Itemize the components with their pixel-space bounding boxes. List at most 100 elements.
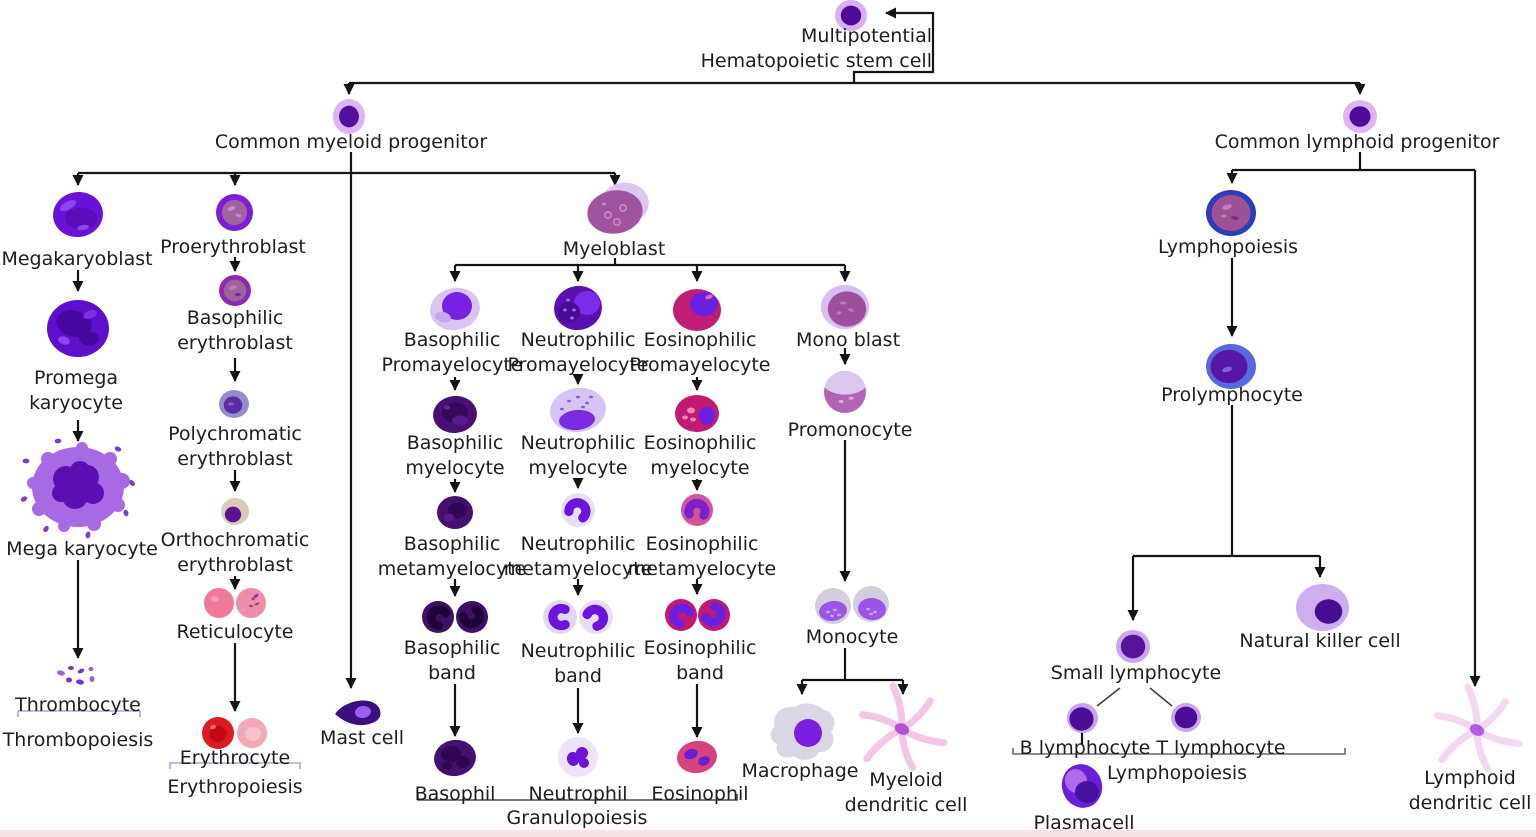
eosinophilic-promyelocyte-label-line: Promayelocyte (629, 354, 771, 376)
lymphoid-dendritic-cell-label: Lymphoid dendritic cell (1409, 766, 1532, 816)
macrophage-cell-icon (768, 701, 838, 767)
small-lymphocyte-to-b (1096, 687, 1121, 707)
monocyte-label-line: Monocyte (805, 626, 899, 648)
neutrophilic-metamyelocyte-cell-icon (560, 492, 596, 532)
neutrophilic-myelocyte-label-line: myelocyte (528, 457, 628, 479)
macrophage-label: Macrophage (742, 759, 859, 784)
neutrophilic-promyelocyte-label-line: Neutrophilic (520, 329, 636, 351)
reticulocyte-label-line: Reticulocyte (176, 621, 294, 643)
common-lymphoid-progenitor-label-line: Common lymphoid progenitor (1214, 131, 1500, 153)
mono-blast-cell-icon (821, 285, 869, 333)
lymphoid-dendritic-cell-label-line: Lymphoid (1424, 767, 1516, 789)
b-lymphocyte-label: B lymphocyte (1020, 736, 1151, 761)
orthochromatic-erythroblast-cell-icon (221, 497, 249, 529)
neutrophilic-promyelocyte-cell-icon (554, 285, 602, 334)
promegakaryocyte-label-line: karyocyte (29, 392, 123, 414)
eosinophilic-band-cell-icon (664, 598, 730, 636)
promonocyte-label-line: Promonocyte (787, 419, 913, 441)
plasmacell-label: Plasmacell (1033, 811, 1134, 836)
polychromatic-erythroblast-label-line: erythroblast (177, 448, 293, 470)
mono-blast-label-line: Mono blast (795, 329, 901, 351)
mono-blast-label: Mono blast (796, 328, 900, 353)
promegakaryocyte-label-line: Promega (33, 367, 119, 389)
basophilic-band-label-line: band (428, 662, 476, 684)
megakaryocyte-cell-icon (20, 435, 136, 543)
thrombocyte-cell-icon (55, 665, 101, 693)
promonocyte-label: Promonocyte (788, 418, 913, 443)
myeloid-dendritic-cell-label-line: dendritic cell (844, 794, 968, 816)
promegakaryocyte-cell-icon (47, 299, 109, 361)
neutrophil-label: Neutrophil (528, 782, 627, 807)
basophilic-band-cell-icon (421, 600, 489, 638)
thrombopoiesis-label: Thrombopoiesis (3, 728, 154, 753)
lymphopoiesis-cell-label-line: Lymphopoiesis (1157, 236, 1299, 258)
eosinophilic-metamyelocyte-label-line: Eosinophilic (645, 533, 759, 555)
lymphopoiesis-group-label-line: Lymphopoiesis (1106, 762, 1248, 784)
eosinophilic-band-label: Eosinophilic band (644, 636, 757, 686)
plasmacell-cell-icon (1058, 762, 1106, 814)
basophilic-metamyelocyte-cell-icon (437, 495, 473, 533)
eosinophil-cell-icon (677, 740, 717, 777)
eosinophilic-promyelocyte-cell-icon (673, 289, 721, 335)
basophilic-metamyelocyte-label: Basophilic metamyelocyte (378, 532, 526, 582)
basophil-label: Basophil (415, 782, 496, 807)
small-lymphocyte-label: Small lymphocyte (1051, 661, 1221, 686)
lymphoid-dendritic-cell-cell-icon (1425, 678, 1529, 786)
basophilic-promyelocyte-cell-icon (430, 287, 480, 334)
neutrophilic-band-cell-icon (543, 599, 613, 639)
thrombopoiesis-bracket (17, 710, 141, 717)
polychromatic-erythroblast-label: Polychromatic erythroblast (168, 422, 302, 472)
erythropoiesis-bracket (169, 762, 301, 769)
small-lymphocyte-cell-icon (1116, 629, 1150, 667)
myeloblast-label: Myeloblast (563, 237, 666, 262)
myeloblast-cell-icon (582, 182, 649, 243)
erythropoiesis-label-line: Erythropoiesis (167, 776, 303, 798)
megakaryoblast-label: Megakaryoblast (1, 247, 152, 272)
myeloid-dendritic-cell-label-line: Myeloid (869, 769, 943, 791)
multipotential-hsc-label-line: Hematopoietic stem cell (700, 50, 932, 72)
mast-cell-label-line: Mast cell (319, 727, 405, 749)
neutrophil-label-line: Neutrophil (528, 783, 628, 805)
bottom-border-strip (0, 830, 1536, 837)
erythropoiesis-label: Erythropoiesis (167, 775, 302, 800)
megakaryocyte-label-line: Mega karyocyte (6, 538, 158, 560)
thrombopoiesis-label-line: Thrombopoiesis (2, 729, 154, 751)
lymphopoiesis-bracket (1012, 748, 1346, 755)
granulopoiesis-bracket (417, 794, 738, 801)
eosinophilic-band-label-line: Eosinophilic (643, 637, 757, 659)
basophilic-promyelocyte-label-line: Promayelocyte (381, 354, 523, 376)
common-myeloid-progenitor-label-line: Common myeloid progenitor (214, 131, 488, 153)
lymphoid-dendritic-cell-label-line: dendritic cell (1408, 792, 1532, 814)
eosinophilic-band-label-line: band (676, 662, 724, 684)
erythrocyte-label-line: Erythrocyte (179, 747, 291, 769)
eosinophil-label: Eosinophil (651, 782, 748, 807)
basophilic-metamyelocyte-label-line: Basophilic (403, 533, 501, 555)
common-myeloid-progenitor-cell-icon (333, 98, 365, 138)
polychromatic-erythroblast-label-line: Polychromatic (168, 423, 302, 445)
common-myeloid-progenitor-label: Common myeloid progenitor (215, 130, 487, 155)
megakaryocyte-label: Mega karyocyte (6, 537, 158, 562)
lymphopoiesis-cell-label: Lymphopoiesis (1158, 235, 1298, 260)
promonocyte-cell-icon (822, 369, 868, 419)
basophilic-myelocyte-cell-icon (433, 395, 477, 437)
reticulocyte-label: Reticulocyte (177, 620, 294, 645)
neutrophilic-metamyelocyte-label-line: Neutrophilic (520, 533, 636, 555)
eosinophilic-myelocyte-cell-icon (675, 394, 719, 436)
basophilic-band-label-line: Basophilic (403, 637, 501, 659)
small-lymphocyte-to-t (1149, 687, 1173, 707)
reticulocyte-cell-icon (203, 587, 267, 623)
natural-killer-cell-label: Natural killer cell (1239, 629, 1400, 654)
erythrocyte-cell-icon (201, 716, 269, 754)
basophilic-metamyelocyte-label-line: metamyelocyte (377, 558, 527, 580)
basophilic-promyelocyte-label-line: Basophilic (403, 329, 501, 351)
eosinophil-label-line: Eosinophil (651, 783, 749, 805)
eosinophilic-promyelocyte-label-line: Eosinophilic (643, 329, 757, 351)
b-lymphocyte-label-line: B lymphocyte (1019, 737, 1151, 759)
megakaryoblast-label-line: Megakaryoblast (1, 248, 153, 270)
